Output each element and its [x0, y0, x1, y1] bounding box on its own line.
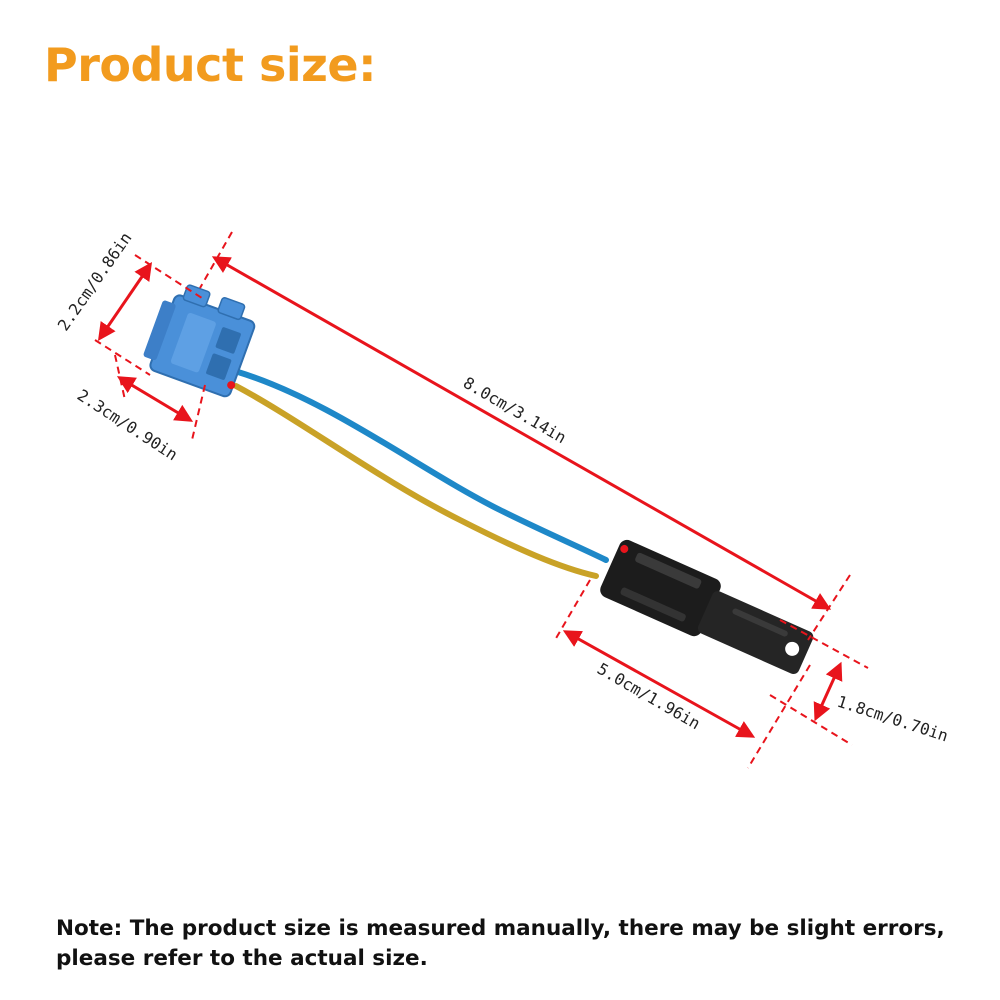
- dim-label-connector-b-length: 5.0cm/1.96in: [594, 659, 704, 733]
- page-title: Product size:: [44, 38, 376, 92]
- black-connector: [600, 539, 814, 675]
- dim-label-connector-b-height: 1.8cm/0.70in: [835, 692, 951, 746]
- dim-label-total-length: 8.0cm/3.14in: [460, 373, 570, 447]
- dimension-lines: [94, 231, 869, 769]
- wire-harness: [233, 369, 609, 579]
- dim-label-connector-a-height: 2.2cm/0.86in: [54, 229, 136, 335]
- measurement-note: Note: The product size is measured manua…: [56, 916, 945, 971]
- wire-blue: [235, 369, 609, 563]
- dim-label-connector-a-width: 2.3cm/0.90in: [74, 385, 181, 464]
